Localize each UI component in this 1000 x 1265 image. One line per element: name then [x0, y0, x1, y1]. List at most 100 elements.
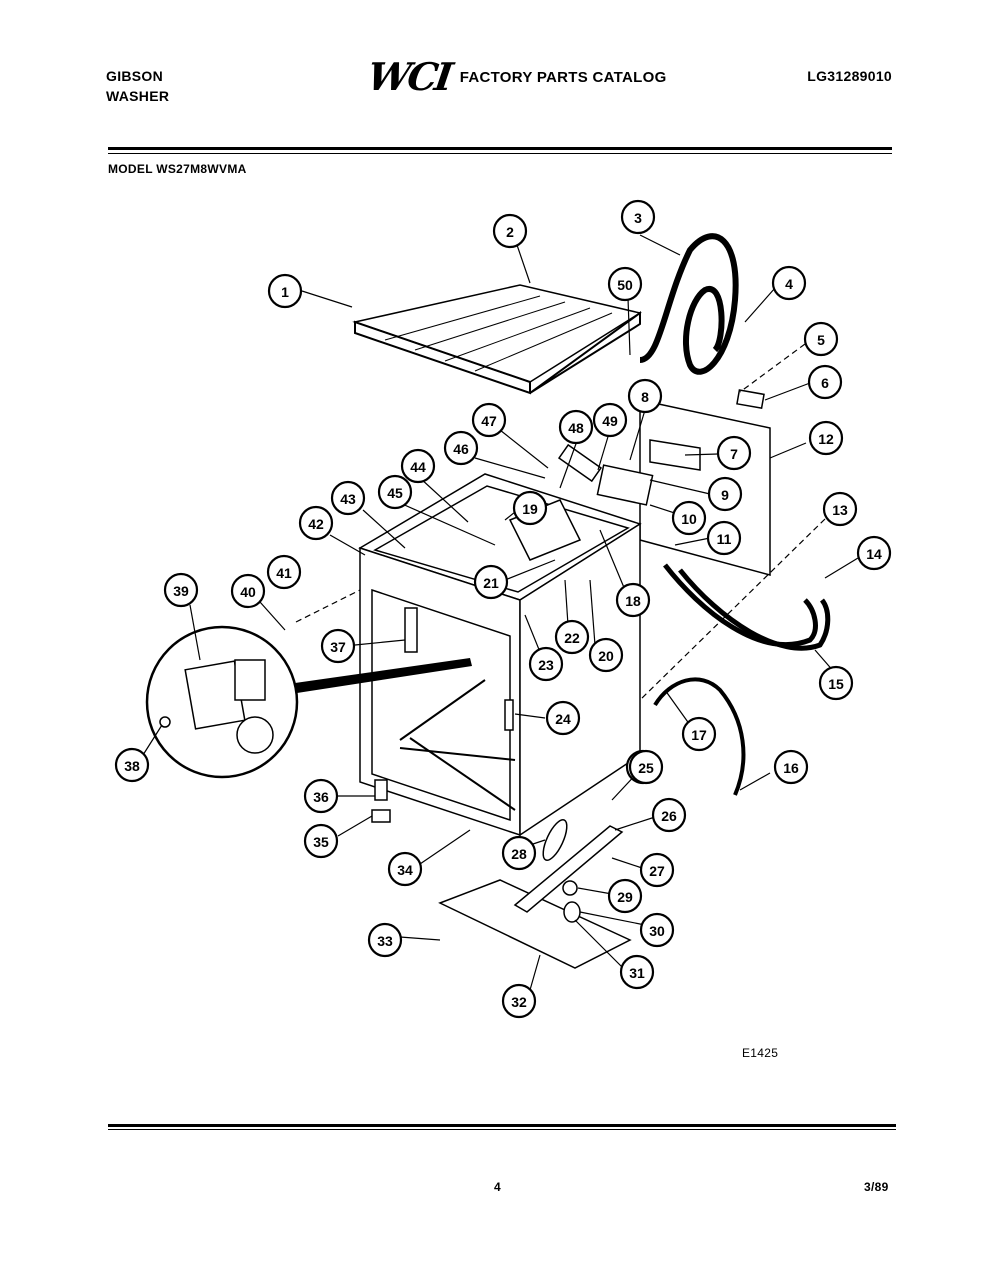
- callout-number: 32: [511, 994, 527, 1010]
- callout-44: 44: [400, 448, 436, 484]
- callout-35: 35: [303, 823, 339, 859]
- callout-36: 36: [303, 778, 339, 814]
- callout-5: 5: [803, 321, 839, 357]
- callout-number: 39: [173, 583, 189, 599]
- callout-circle: [303, 823, 339, 859]
- cabinet: [358, 473, 642, 837]
- callout-43: 43: [330, 480, 366, 516]
- callout-8: 8: [627, 378, 663, 414]
- callout-number: 27: [649, 863, 665, 879]
- callout-28: 28: [501, 835, 537, 871]
- callout-14: 14: [856, 535, 892, 571]
- callout-number: 47: [481, 413, 497, 429]
- callout-number: 19: [522, 501, 538, 517]
- callout-circle: [822, 491, 858, 527]
- callout-number: 36: [313, 789, 329, 805]
- callout-circle: [607, 878, 643, 914]
- callout-number: 41: [276, 565, 292, 581]
- callout-circle: [528, 646, 564, 682]
- callout-number: 48: [568, 420, 584, 436]
- callout-32: 32: [501, 983, 537, 1019]
- footer-rule-thick: [108, 1124, 896, 1127]
- callout-45: 45: [377, 474, 413, 510]
- callout-number: 16: [783, 760, 799, 776]
- callout-circle: [230, 573, 266, 609]
- callout-circle: [818, 665, 854, 701]
- callout-circle: [400, 448, 436, 484]
- callout-number: 37: [330, 639, 346, 655]
- callout-41: 41: [266, 554, 302, 590]
- callout-24: 24: [545, 700, 581, 736]
- callout-number: 29: [617, 889, 633, 905]
- callout-47: 47: [471, 402, 507, 438]
- callout-18: 18: [615, 582, 651, 618]
- callout-circle: [716, 435, 752, 471]
- callout-number: 13: [832, 502, 848, 518]
- callout-3: 3: [620, 199, 656, 235]
- footer-rule-thin: [108, 1129, 896, 1130]
- callout-number: 3: [634, 210, 642, 226]
- callout-circle: [627, 378, 663, 414]
- callout-circle: [163, 572, 199, 608]
- callout-circle: [706, 520, 742, 556]
- callout-26: 26: [651, 797, 687, 833]
- callout-circle: [501, 835, 537, 871]
- callout-circle: [471, 402, 507, 438]
- callout-4: 4: [771, 265, 807, 301]
- callout-12: 12: [808, 420, 844, 456]
- callout-circle: [628, 749, 664, 785]
- callout-number: 34: [397, 862, 413, 878]
- callout-37: 37: [320, 628, 356, 664]
- callout-number: 6: [821, 375, 829, 391]
- callout-number: 31: [629, 965, 645, 981]
- callout-circle: [330, 480, 366, 516]
- callout-9: 9: [707, 476, 743, 512]
- callout-circle: [773, 749, 809, 785]
- revision-date: 3/89: [864, 1180, 889, 1194]
- callout-number: 1: [281, 284, 289, 300]
- callout-circle: [266, 554, 302, 590]
- callout-number: 40: [240, 584, 256, 600]
- callout-circle: [619, 954, 655, 990]
- callout-circle: [114, 747, 150, 783]
- callout-number: 5: [817, 332, 825, 348]
- callout-40: 40: [230, 573, 266, 609]
- callout-circle: [639, 852, 675, 888]
- callout-15: 15: [818, 665, 854, 701]
- callout-13: 13: [822, 491, 858, 527]
- callout-39: 39: [163, 572, 199, 608]
- callout-circle: [554, 619, 590, 655]
- callout-7: 7: [716, 435, 752, 471]
- callout-27: 27: [639, 852, 675, 888]
- callout-circle: [303, 778, 339, 814]
- callout-circle: [545, 700, 581, 736]
- callout-number: 10: [681, 511, 697, 527]
- callout-number: 26: [661, 808, 677, 824]
- callout-circle: [607, 266, 643, 302]
- callout-number: 23: [538, 657, 554, 673]
- callout-circle: [592, 402, 628, 438]
- callout-30: 30: [639, 912, 675, 948]
- callout-number: 4: [785, 276, 793, 292]
- callout-34: 34: [387, 851, 423, 887]
- callout-group: 1234567891011121314151617181920212223242…: [114, 199, 892, 1019]
- callout-number: 44: [410, 459, 426, 475]
- callout-11: 11: [706, 520, 742, 556]
- callout-number: 33: [377, 933, 393, 949]
- callout-circle: [771, 265, 807, 301]
- callout-circle: [377, 474, 413, 510]
- callout-circle: [320, 628, 356, 664]
- callout-number: 7: [730, 446, 738, 462]
- callout-circle: [501, 983, 537, 1019]
- callout-number: 21: [483, 575, 499, 591]
- callout-38: 38: [114, 747, 150, 783]
- callout-50: 50: [607, 266, 643, 302]
- callout-number: 45: [387, 485, 403, 501]
- header-rule-thick: [108, 147, 892, 150]
- callout-number: 24: [555, 711, 571, 727]
- callout-number: 14: [866, 546, 882, 562]
- brand-block: GIBSON WASHER: [106, 66, 169, 106]
- callout-1: 1: [267, 273, 303, 309]
- model-label: MODEL WS27M8WVMA: [108, 162, 247, 176]
- callout-42: 42: [298, 505, 334, 541]
